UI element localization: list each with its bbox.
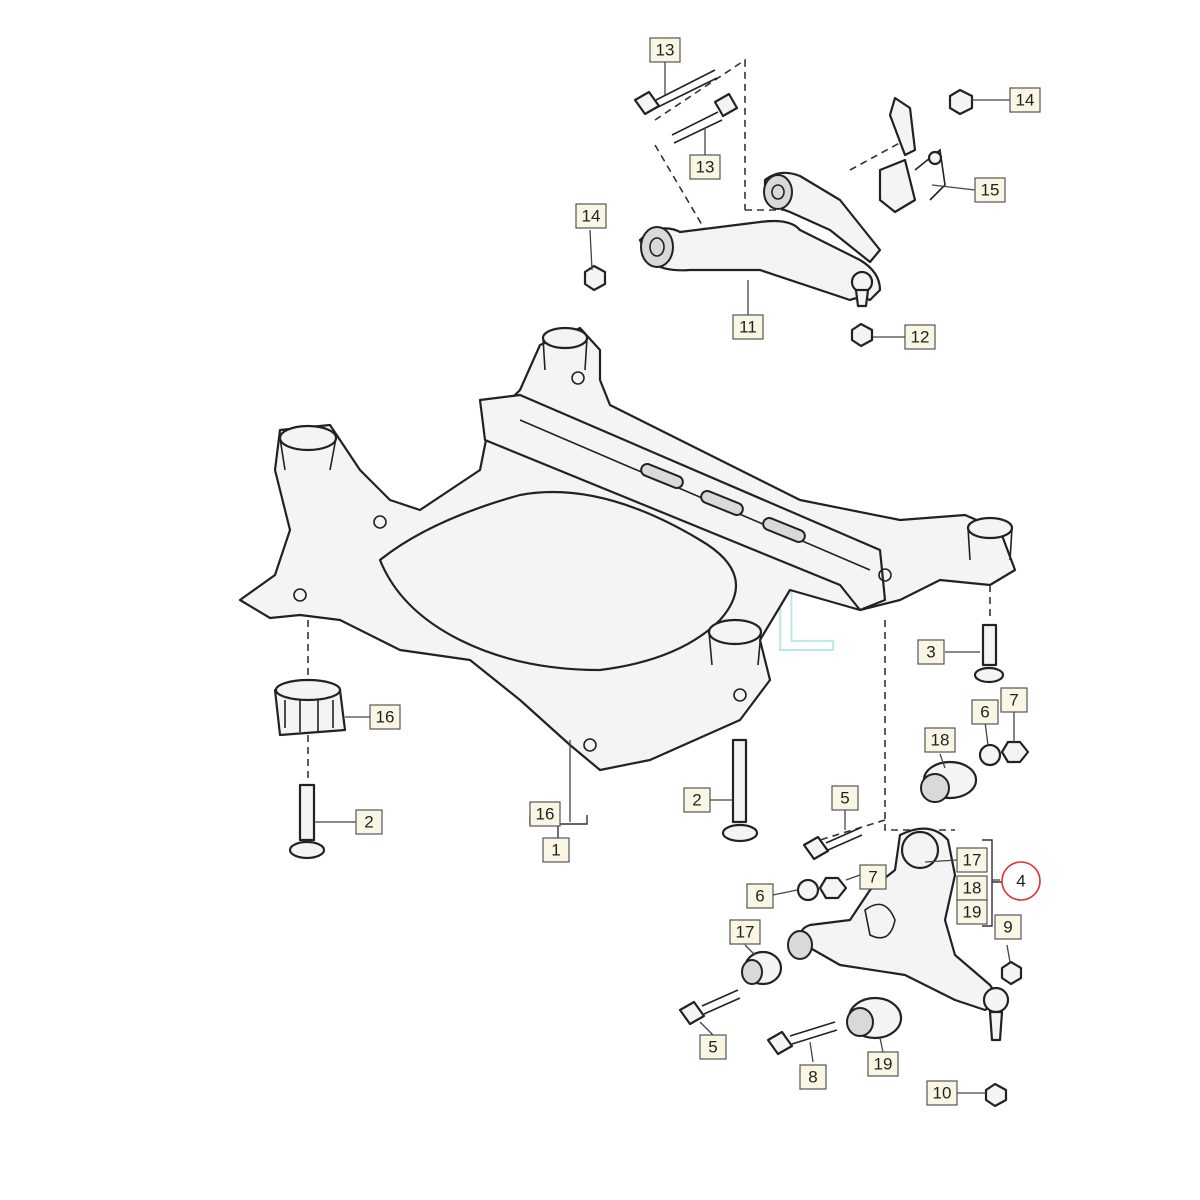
svg-text:8: 8 bbox=[808, 1068, 817, 1087]
bolt-13-lower bbox=[671, 92, 739, 144]
bolt-2-left bbox=[288, 783, 326, 860]
height-sensor-15 bbox=[878, 96, 946, 214]
callout-16-left: 16 bbox=[369, 704, 401, 730]
svg-text:11: 11 bbox=[739, 318, 757, 337]
svg-text:19: 19 bbox=[874, 1055, 893, 1074]
subframe-group bbox=[238, 326, 1017, 772]
bolt-5-lower bbox=[678, 989, 741, 1026]
callout-2-left: 2 bbox=[355, 809, 383, 835]
svg-text:5: 5 bbox=[708, 1038, 717, 1057]
callout-10: 10 bbox=[926, 1080, 958, 1106]
bolt-5-upper bbox=[802, 827, 863, 861]
callout-6-upper: 6 bbox=[971, 699, 999, 725]
callout-18-upper: 18 bbox=[924, 727, 956, 753]
svg-text:2: 2 bbox=[692, 791, 701, 810]
bracket-17-18-19 bbox=[982, 839, 1002, 927]
svg-text:13: 13 bbox=[656, 41, 675, 60]
svg-text:1: 1 bbox=[551, 841, 560, 860]
nut-7-upper bbox=[1000, 740, 1030, 764]
svg-text:3: 3 bbox=[926, 643, 935, 662]
upper-arm-body bbox=[638, 219, 882, 302]
callout-13-top: 13 bbox=[649, 37, 681, 63]
svg-text:6: 6 bbox=[755, 887, 764, 906]
bushing-17-lower bbox=[741, 950, 783, 986]
subframe-opening bbox=[378, 490, 737, 672]
callout-15: 15 bbox=[974, 177, 1006, 203]
nut-12 bbox=[850, 322, 874, 348]
subframe-crossmember bbox=[478, 393, 887, 612]
callout-17-group: 17 bbox=[956, 847, 988, 873]
bolt-3 bbox=[973, 623, 1005, 684]
nut-14-right bbox=[948, 88, 974, 116]
callout-13-lower: 13 bbox=[689, 154, 721, 180]
washer-6-upper bbox=[978, 743, 1002, 767]
svg-text:17: 17 bbox=[963, 851, 982, 870]
callout-14-left: 14 bbox=[575, 203, 607, 229]
bushing-18-upper bbox=[920, 760, 978, 803]
callout-8: 8 bbox=[799, 1064, 827, 1090]
callout-9: 9 bbox=[994, 914, 1022, 940]
callout-7-upper: 7 bbox=[1000, 687, 1028, 713]
nut-14-left bbox=[583, 264, 607, 292]
callout-19-lower: 19 bbox=[867, 1051, 899, 1077]
callout-16-center: 16 bbox=[529, 801, 561, 827]
svg-text:14: 14 bbox=[1016, 91, 1035, 110]
svg-text:17: 17 bbox=[736, 923, 755, 942]
svg-text:13: 13 bbox=[696, 158, 715, 177]
svg-text:19: 19 bbox=[963, 903, 982, 922]
callout-17-lower: 17 bbox=[729, 919, 761, 945]
svg-text:16: 16 bbox=[536, 805, 555, 824]
mount-front-right bbox=[966, 516, 1014, 540]
svg-text:18: 18 bbox=[931, 731, 950, 750]
callout-2-center: 2 bbox=[683, 787, 711, 813]
bushing-19-lower bbox=[846, 996, 903, 1040]
nut-7-lower bbox=[818, 876, 848, 900]
svg-text:6: 6 bbox=[980, 703, 989, 722]
svg-text:15: 15 bbox=[981, 181, 1000, 200]
callout-4-highlighted: 4 bbox=[1001, 861, 1041, 901]
callout-7-lower: 7 bbox=[859, 864, 887, 890]
callout-5-lower: 5 bbox=[699, 1034, 727, 1060]
svg-text:7: 7 bbox=[868, 868, 877, 887]
callout-1: 1 bbox=[542, 837, 570, 863]
svg-text:7: 7 bbox=[1009, 691, 1018, 710]
callout-12: 12 bbox=[904, 324, 936, 350]
callout-11: 11 bbox=[732, 314, 764, 340]
bolt-13-upper bbox=[633, 69, 718, 116]
svg-text:4: 4 bbox=[1016, 872, 1025, 891]
lower-control-arm bbox=[787, 827, 1010, 1042]
callout-19-group: 19 bbox=[956, 899, 988, 925]
callout-14-right: 14 bbox=[1009, 87, 1041, 113]
svg-text:2: 2 bbox=[364, 813, 373, 832]
bolt-2-center bbox=[721, 738, 759, 843]
mount-front-center bbox=[707, 618, 763, 646]
callout-18-group: 18 bbox=[956, 875, 988, 901]
svg-text:9: 9 bbox=[1003, 918, 1012, 937]
callout-3: 3 bbox=[917, 639, 945, 665]
nut-9 bbox=[1000, 960, 1023, 986]
upper-control-arm-group bbox=[583, 58, 974, 348]
svg-text:12: 12 bbox=[911, 328, 930, 347]
mount-rear-left bbox=[278, 424, 338, 452]
callout-5-upper: 5 bbox=[831, 785, 859, 811]
nut-10 bbox=[984, 1082, 1008, 1108]
mount-rear-right bbox=[541, 326, 589, 350]
svg-text:14: 14 bbox=[582, 207, 601, 226]
svg-text:5: 5 bbox=[840, 789, 849, 808]
callout-6-lower: 6 bbox=[746, 883, 774, 909]
svg-text:10: 10 bbox=[933, 1084, 952, 1103]
bolt-8 bbox=[766, 1021, 838, 1056]
svg-text:18: 18 bbox=[963, 879, 982, 898]
washer-6-lower bbox=[796, 878, 820, 902]
svg-text:16: 16 bbox=[376, 708, 395, 727]
bushing-16 bbox=[273, 678, 347, 737]
highlight-ring bbox=[1001, 861, 1041, 901]
